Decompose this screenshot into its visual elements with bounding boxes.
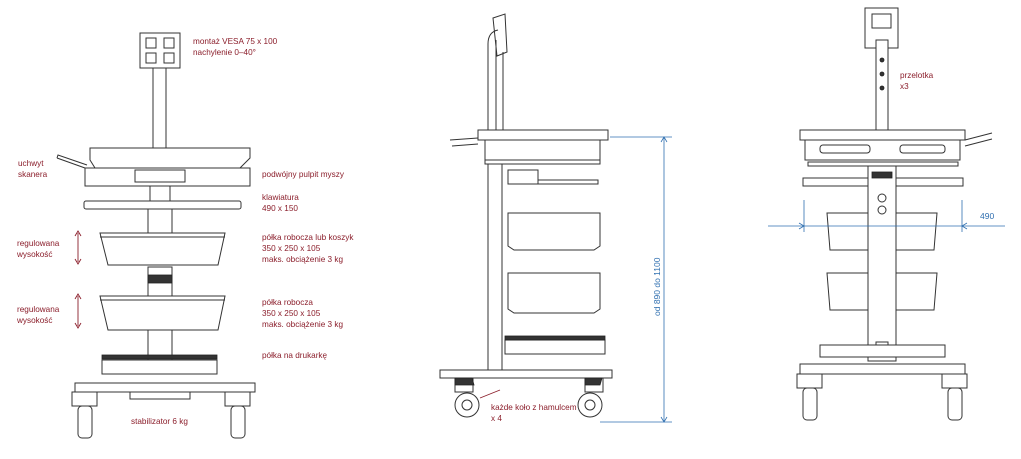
- back-base: [799, 363, 966, 375]
- side-desk-top: [477, 129, 609, 141]
- label-vesa-1: montaż VESA 75 x 100: [193, 37, 278, 46]
- label-stabilizer: stabilizator 6 kg: [131, 417, 188, 426]
- width-dimension: [768, 200, 1005, 232]
- label-shelf-2: 350 x 250 x 105: [262, 309, 321, 318]
- label-adj2-1: regulowana: [17, 305, 60, 314]
- scanner-holder: [56, 154, 88, 169]
- side-basket-2: [507, 272, 601, 314]
- side-column: [487, 163, 503, 375]
- basket-2: [99, 295, 226, 331]
- back-basket-2-right: [895, 272, 938, 311]
- label-basket-1: półka robocza lub koszyk: [262, 233, 354, 242]
- back-wheel-left: [796, 373, 823, 421]
- back-wheel-right: [941, 373, 968, 421]
- label-adj1-1: regulowana: [17, 239, 60, 248]
- label-keyboard-2: 490 x 150: [262, 204, 298, 213]
- back-view: [768, 7, 1005, 421]
- height-dimension: [600, 136, 672, 423]
- label-scanner-2: skanera: [18, 170, 48, 179]
- label-shelf-3: maks. obciążenie 3 kg: [262, 320, 343, 329]
- front-wheel-right: [224, 391, 251, 439]
- label-keyboard-1: klawiatura: [262, 193, 299, 202]
- basket-1: [99, 232, 226, 266]
- side-monitor: [492, 13, 508, 57]
- printer-shelf-frame: [101, 359, 218, 375]
- front-wheel-left: [71, 391, 98, 439]
- label-clips-1: przelotka: [900, 71, 934, 80]
- back-basket-1-left: [826, 212, 869, 251]
- side-view: [439, 13, 672, 423]
- back-basket-1-right: [895, 212, 938, 251]
- side-wheel-left: [454, 377, 480, 418]
- keyboard-tray: [83, 200, 242, 210]
- label-wheels-1: każde koło z hamulcem: [491, 403, 577, 412]
- desk-top: [89, 147, 251, 169]
- label-clips-2: x3: [900, 82, 909, 91]
- vesa-plate: [139, 32, 181, 69]
- back-basket-2-left: [826, 272, 869, 311]
- label-basket-3: maks. obciążenie 3 kg: [262, 255, 343, 264]
- label-shelf-1: półka robocza: [262, 298, 313, 307]
- column: [152, 67, 167, 149]
- base: [74, 382, 256, 393]
- side-wheel-right: [577, 377, 604, 418]
- desk-body: [84, 167, 251, 187]
- label-adj2-2: wysokość: [16, 316, 53, 325]
- label-width: 490: [980, 211, 994, 221]
- side-basket-1: [507, 212, 601, 251]
- label-height: od 890 do 1100: [652, 257, 662, 316]
- label-wheels-2: x 4: [491, 414, 502, 423]
- back-column-top: [875, 39, 889, 131]
- side-base: [439, 369, 613, 379]
- height-arrow-1: [74, 230, 82, 265]
- label-printer: półka na drukarkę: [262, 351, 328, 360]
- height-arrow-2: [74, 293, 82, 329]
- label-adj1-2: wysokość: [16, 250, 53, 259]
- back-column: [867, 165, 897, 362]
- label-vesa-2: nachylenie 0–40°: [193, 48, 256, 57]
- label-scanner-1: uchwyt: [18, 159, 44, 168]
- label-basket-2: 350 x 250 x 105: [262, 244, 321, 253]
- label-desk: podwójny pulpit myszy: [262, 170, 345, 179]
- front-view: [56, 32, 256, 439]
- back-desk-top: [799, 129, 966, 141]
